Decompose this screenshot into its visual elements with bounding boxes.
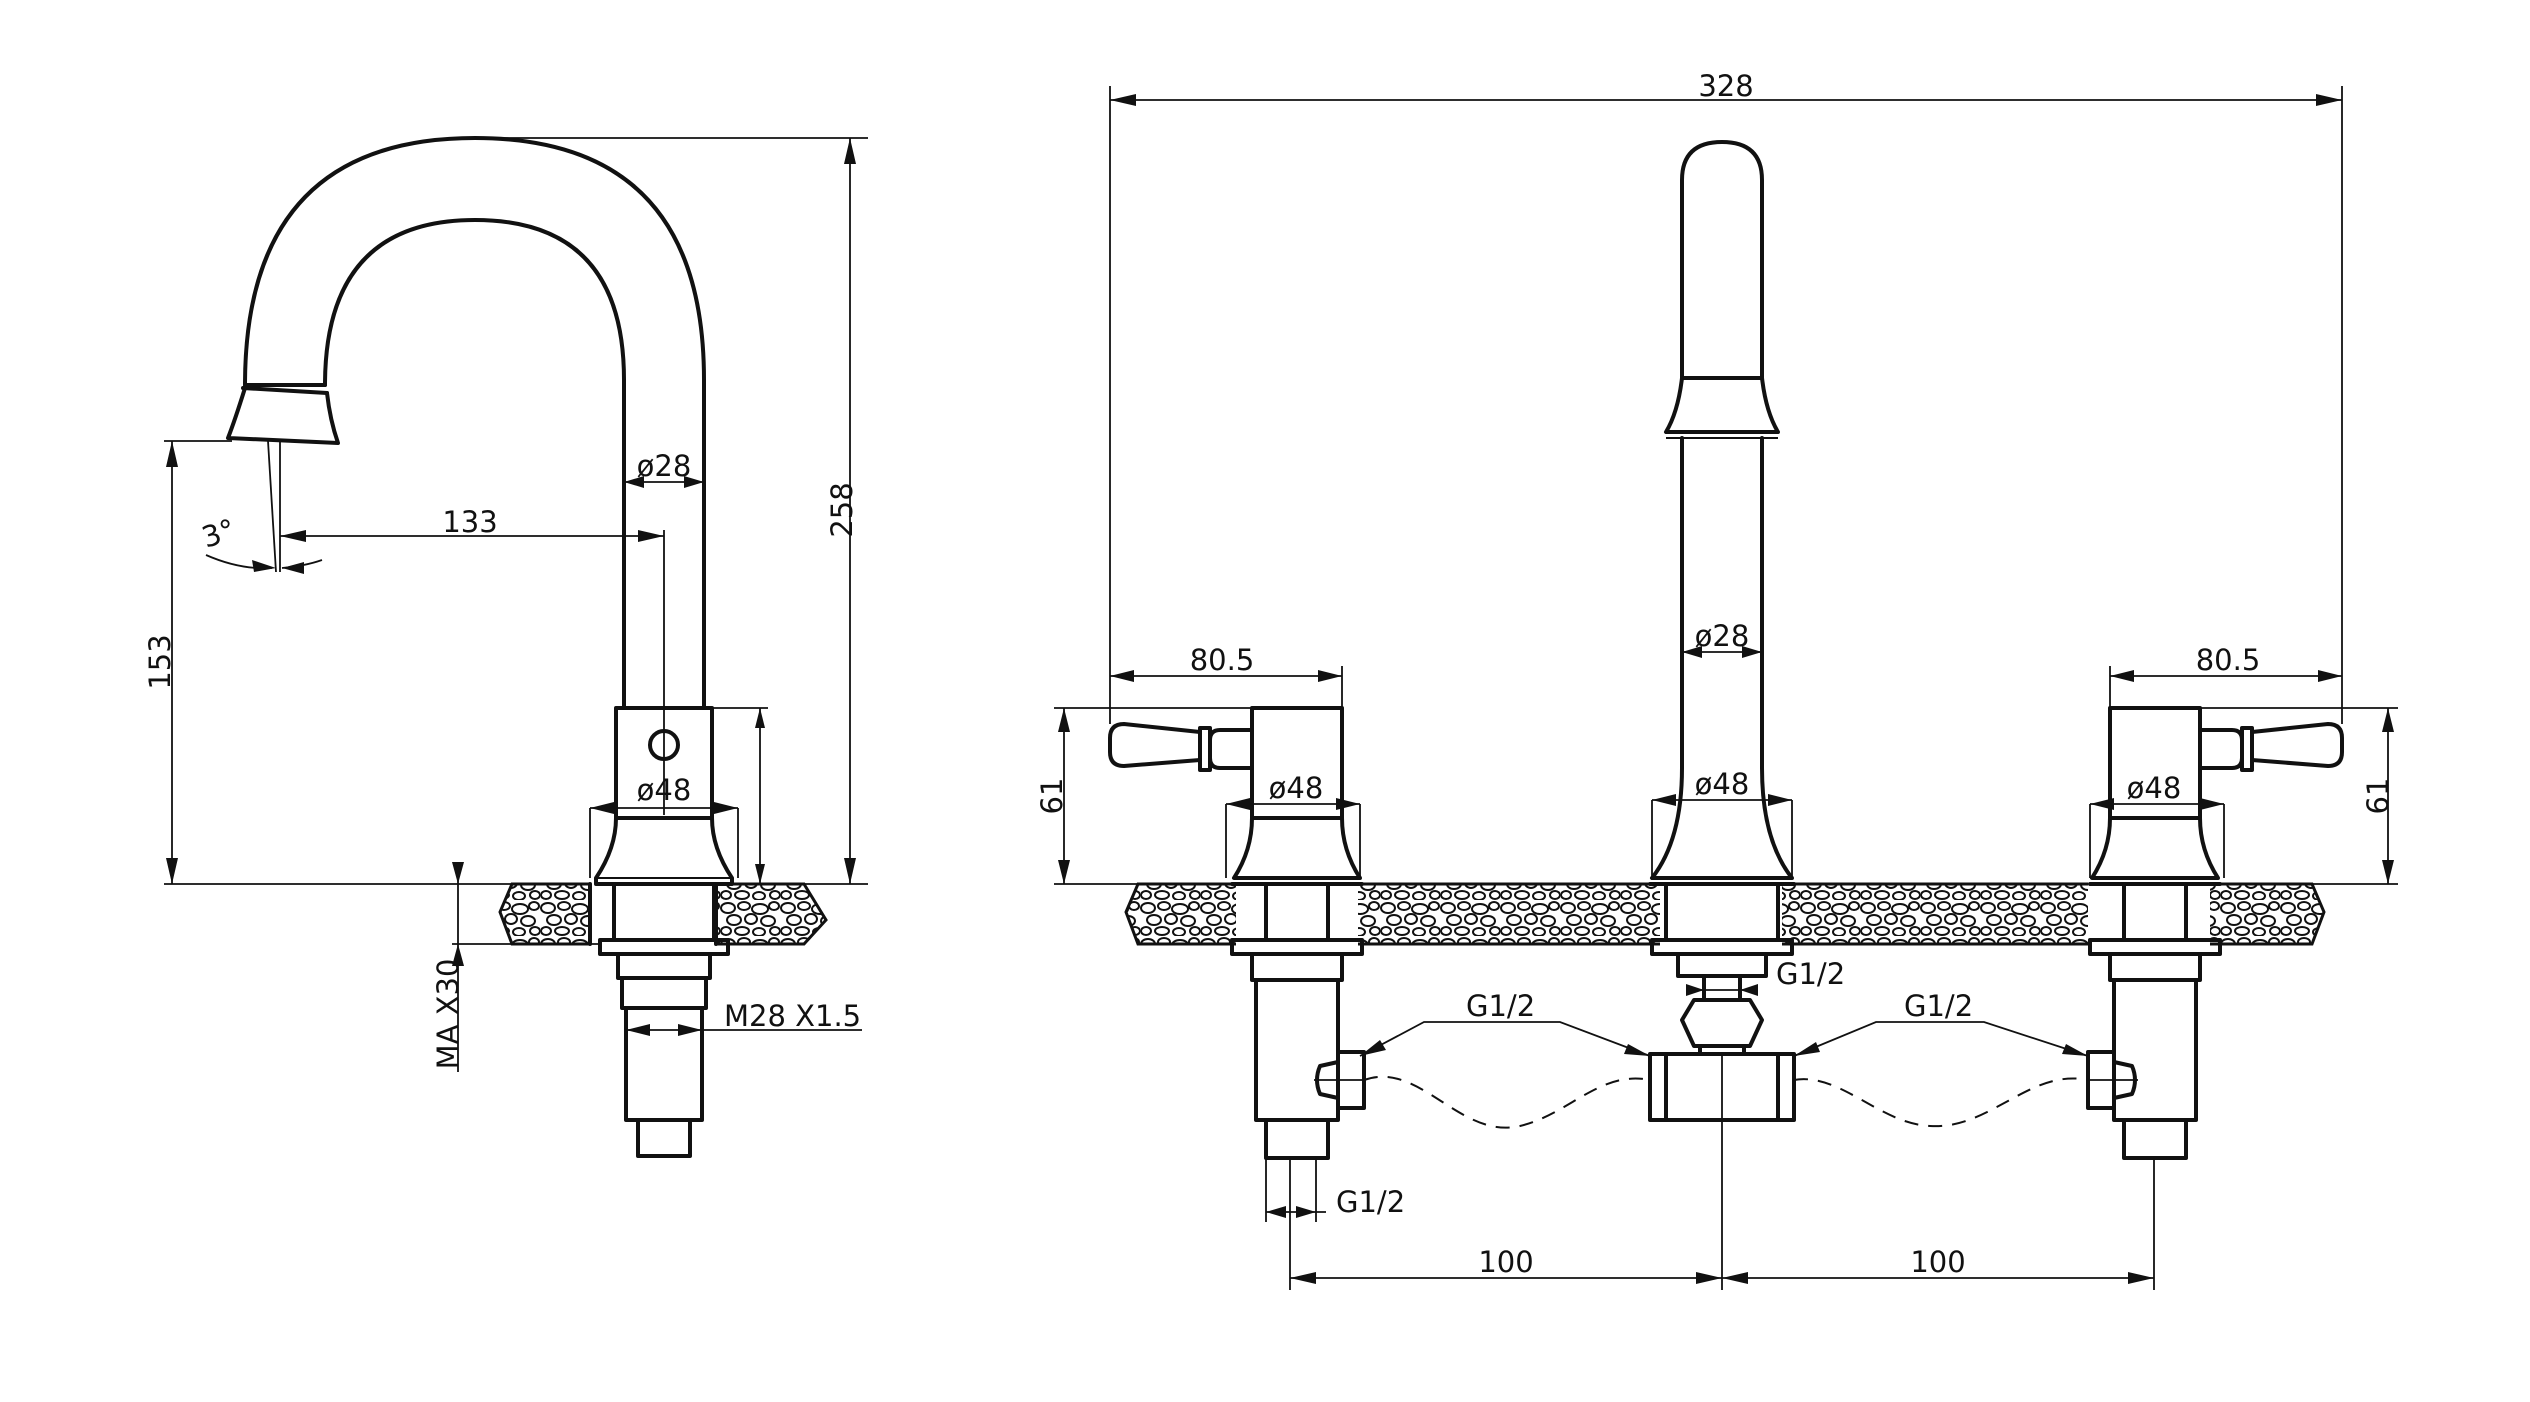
label-front-total-width: 328 — [1698, 69, 1753, 103]
dim-side-spout-diameter: ø28 — [624, 449, 704, 488]
label-side-thread: M28 X1.5 — [724, 999, 861, 1033]
dim-front-spacing: 100 100 — [1289, 1158, 2155, 1290]
label-front-handle-width-left: 80.5 — [1190, 643, 1255, 677]
dim-front-handle-height-left: 61 — [1035, 707, 1252, 885]
leader-front-left-hose: G1/2 — [1359, 989, 1651, 1057]
dim-front-handle-width-right: 80.5 — [2109, 643, 2342, 708]
dim-side-angle: 3° — [198, 440, 323, 574]
front-left-valve — [1108, 706, 1366, 1160]
label-front-handle-height-right: 61 — [2361, 778, 2395, 815]
label-front-spacing-right: 100 — [1910, 1245, 1965, 1279]
label-side-max-thickness: MA X30 — [431, 959, 465, 1070]
label-front-spout-base-diameter: ø48 — [1695, 767, 1750, 801]
dim-front-handle-height-right: 61 — [2200, 707, 2398, 885]
label-front-left-valve-diameter: ø48 — [1269, 771, 1324, 805]
dim-front-center-connection: G1/2 — [1686, 957, 1845, 996]
label-side-angle: 3° — [198, 512, 240, 555]
side-spout — [226, 136, 706, 710]
dim-front-spout-diameter: ø28 — [1682, 619, 1762, 658]
leader-front-right-hose: G1/2 — [1793, 989, 2089, 1057]
dim-front-handle-width-left: 80.5 — [1110, 643, 1343, 708]
dim-side-body-diameter: ø48 — [589, 773, 739, 878]
side-view: 258 153 133 3° — [143, 136, 868, 1158]
dim-side-total-height: 258 — [475, 137, 868, 885]
label-front-inlet-connection: G1/2 — [1336, 1185, 1405, 1219]
side-countertop — [498, 880, 828, 948]
dim-side-thread: M28 X1.5 — [626, 999, 862, 1036]
front-view: 328 80.5 80.5 61 — [1035, 69, 2398, 1290]
label-front-handle-width-right: 80.5 — [2196, 643, 2261, 677]
label-front-spacing-left: 100 — [1478, 1245, 1533, 1279]
label-front-spout-diameter: ø28 — [1695, 619, 1750, 653]
dim-side-max-thickness: MA X30 — [431, 862, 600, 1072]
front-right-valve — [2086, 706, 2344, 1160]
dim-front-total-width: 328 — [1109, 69, 2343, 724]
label-front-right-valve-diameter: ø48 — [2127, 771, 2182, 805]
dim-front-right-valve-diameter: ø48 — [2089, 771, 2225, 878]
side-underside — [598, 882, 730, 1158]
dim-side-reach: 133 — [279, 441, 665, 815]
label-front-left-hose: G1/2 — [1466, 989, 1535, 1023]
label-side-spout-height: 153 — [143, 634, 177, 689]
front-hoses — [1314, 1075, 2138, 1129]
label-side-reach: 133 — [442, 505, 497, 539]
label-side-spout-diameter: ø28 — [637, 449, 692, 483]
label-front-handle-height-left: 61 — [1035, 778, 1069, 815]
dim-side-spout-height: 153 — [143, 440, 590, 885]
label-side-total-height: 258 — [825, 482, 859, 537]
label-front-center-connection: G1/2 — [1776, 957, 1845, 991]
label-front-right-hose: G1/2 — [1904, 989, 1973, 1023]
front-center-underside — [1648, 882, 1796, 1290]
dim-front-spout-base-diameter: ø48 — [1651, 767, 1793, 878]
front-countertop — [1124, 880, 2326, 948]
label-side-body-diameter: ø48 — [637, 773, 692, 807]
dim-side-body-height — [712, 707, 768, 884]
dim-front-inlet-connection: G1/2 — [1265, 1158, 1405, 1222]
dim-front-left-valve-diameter: ø48 — [1225, 771, 1361, 878]
